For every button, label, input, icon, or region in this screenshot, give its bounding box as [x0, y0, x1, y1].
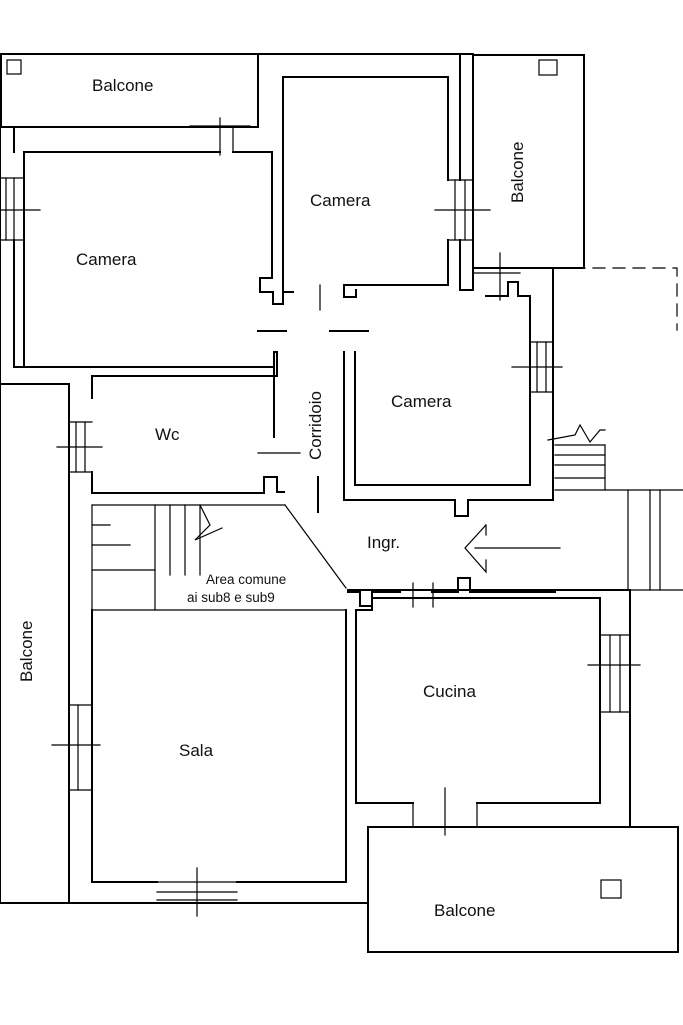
label-wc: Wc [155, 425, 180, 444]
entrance [347, 489, 683, 608]
label-area-comune-2: ai sub8 e sub9 [187, 590, 275, 605]
room-cucina [355, 597, 641, 836]
vent-square-icon [538, 59, 558, 76]
label-balcone-top-left: Balcone [92, 76, 153, 95]
exterior-stairs [547, 267, 678, 491]
vent-square-icon [6, 59, 22, 75]
label-camera-2: Camera [310, 191, 371, 210]
balcony-bottom [367, 826, 679, 953]
room-camera-3 [343, 252, 563, 517]
room-wc [56, 351, 301, 494]
label-cucina: Cucina [423, 682, 476, 701]
room-camera-2 [282, 53, 554, 311]
label-balcone-top-right: Balcone [508, 142, 527, 203]
corridor-openings [257, 330, 369, 513]
label-area-comune-1: Area comune [206, 572, 286, 587]
label-balcone-left: Balcone [17, 621, 36, 682]
label-ingresso: Ingr. [367, 533, 400, 552]
label-balcone-bottom: Balcone [434, 901, 495, 920]
room-camera-1 [0, 117, 294, 367]
outer-walls [0, 53, 631, 904]
balcony-top-right [472, 54, 585, 269]
label-camera-1: Camera [76, 250, 137, 269]
label-sala: Sala [179, 741, 214, 760]
vent-square-icon [600, 879, 622, 899]
common-area-stairs [91, 504, 347, 611]
room-sala [91, 609, 347, 917]
label-camera-3: Camera [391, 392, 452, 411]
label-corridoio: Corridoio [306, 391, 325, 460]
